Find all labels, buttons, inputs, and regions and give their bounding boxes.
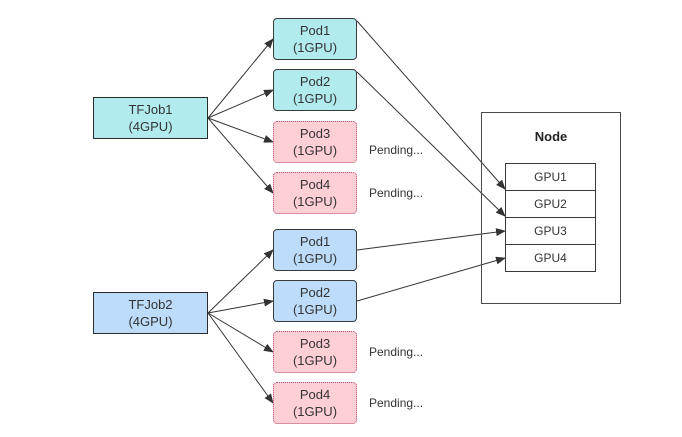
tfjob1-pod1-box: Pod1 (1GPU) xyxy=(273,18,357,60)
pod-title: Pod2 xyxy=(299,285,331,300)
pod-title: Pod4 xyxy=(299,177,331,192)
pod-gpu-count: (1GPU) xyxy=(292,353,338,368)
tfjob1-pod4-status: Pending... xyxy=(369,186,424,200)
tfjob1-title: TFJob1 xyxy=(128,102,173,117)
pod-to-gpu-arrow xyxy=(356,71,506,217)
tfjob2-pod4-box: Pod4 (1GPU) xyxy=(273,382,357,424)
tfjob2-title: TFJob2 xyxy=(128,297,173,312)
pod-gpu-count: (1GPU) xyxy=(292,194,338,209)
tfjob2-pod4-status: Pending... xyxy=(369,396,424,410)
job-to-pod-arrow xyxy=(207,117,274,194)
pod-gpu-count: (1GPU) xyxy=(292,143,338,158)
tfjob2-box: TFJob2 (4GPU) xyxy=(93,292,208,334)
job-to-pod-arrow xyxy=(207,89,274,119)
pod-title: Pod1 xyxy=(299,234,331,249)
pod-gpu-count: (1GPU) xyxy=(292,251,338,266)
tfjob1-pod3-box: Pod3 (1GPU) xyxy=(273,121,357,163)
job-to-pod-arrow xyxy=(207,117,274,143)
node-box: Node xyxy=(481,112,621,304)
pod-gpu-count: (1GPU) xyxy=(292,91,338,106)
pod-title: Pod3 xyxy=(299,126,331,141)
tfjob2-pod2-box: Pod2 (1GPU) xyxy=(273,280,357,322)
tfjob1-pod2-box: Pod2 (1GPU) xyxy=(273,69,357,111)
tfjob1-pod3-status: Pending... xyxy=(369,143,424,157)
pod-gpu-count: (1GPU) xyxy=(292,404,338,419)
gpu1-slot: GPU1 xyxy=(505,163,596,191)
node-title: Node xyxy=(534,129,568,144)
pod-gpu-count: (1GPU) xyxy=(292,302,338,317)
gpu2-slot: GPU2 xyxy=(505,190,596,218)
pod-title: Pod3 xyxy=(299,336,331,351)
tfjob1-gpu-count: (4GPU) xyxy=(128,119,173,134)
pod-gpu-count: (1GPU) xyxy=(292,40,338,55)
tfjob2-pod1-box: Pod1 (1GPU) xyxy=(273,229,357,271)
job-to-pod-arrow xyxy=(207,249,274,314)
pod-title: Pod2 xyxy=(299,74,331,89)
tfjob1-pod4-box: Pod4 (1GPU) xyxy=(273,172,357,214)
gpu4-slot: GPU4 xyxy=(505,244,596,272)
pod-to-gpu-arrow xyxy=(356,20,506,190)
gpu3-slot: GPU3 xyxy=(505,217,596,245)
tfjob1-box: TFJob1 (4GPU) xyxy=(93,97,208,139)
pod-to-gpu-arrow xyxy=(356,256,506,302)
job-to-pod-arrow xyxy=(207,312,274,404)
pod-to-gpu-arrow xyxy=(356,228,506,251)
tfjob2-pod3-status: Pending... xyxy=(369,345,424,359)
pod-title: Pod1 xyxy=(299,23,331,38)
tfjob2-gpu-count: (4GPU) xyxy=(128,314,173,329)
job-to-pod-arrow xyxy=(207,298,274,314)
tfjob2-pod3-box: Pod3 (1GPU) xyxy=(273,331,357,373)
job-to-pod-arrow xyxy=(207,312,274,353)
job-to-pod-arrow xyxy=(207,38,274,119)
pod-title: Pod4 xyxy=(299,387,331,402)
